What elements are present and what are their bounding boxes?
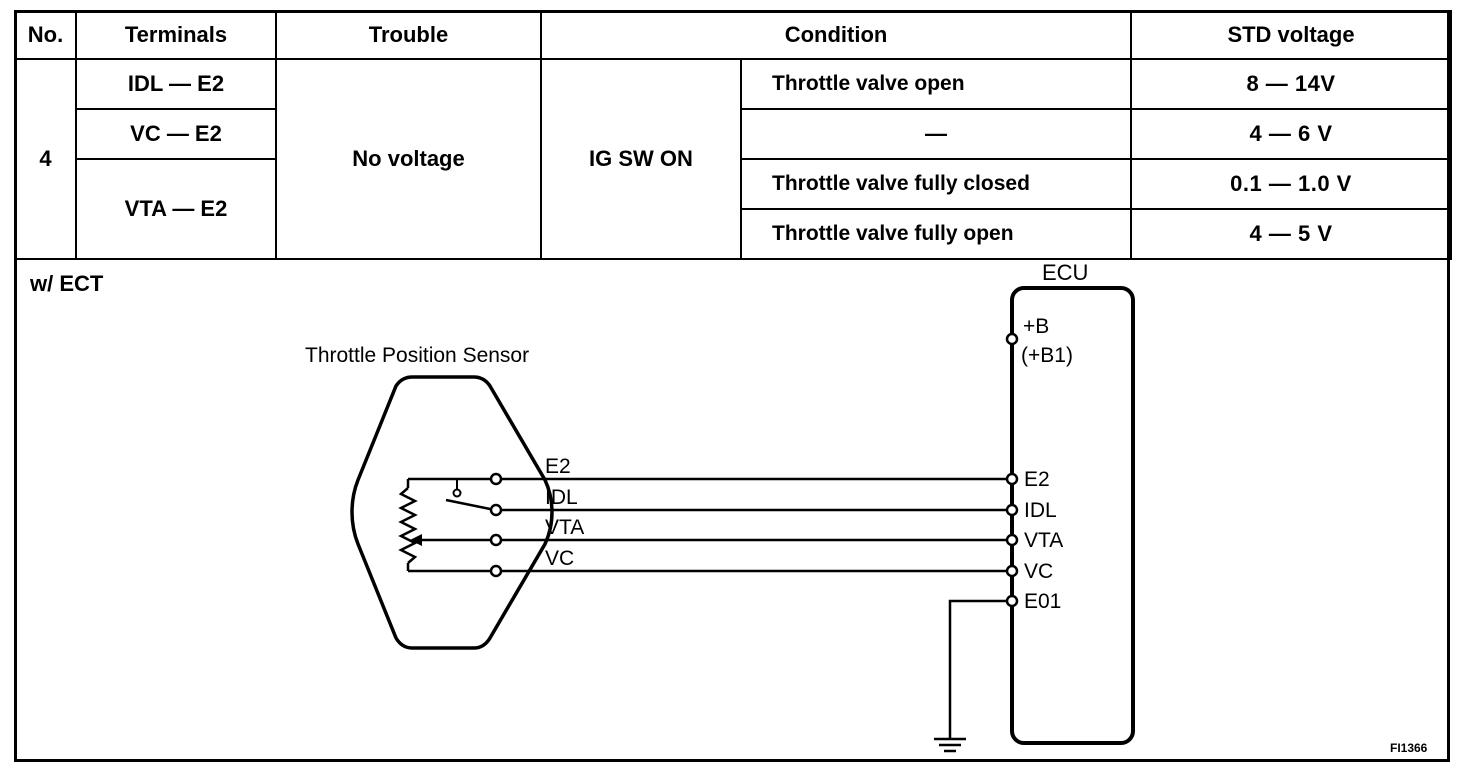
cell-trouble: No voltage [275, 58, 542, 260]
cell-condition: Throttle valve fully closed [739, 158, 1133, 210]
cell-voltage: 4 — 6 V [1130, 108, 1453, 160]
cell-no: 4 [14, 58, 77, 260]
header-std-voltage: STD voltage [1130, 10, 1453, 60]
cell-terminal-vta: VTA — E2 [75, 158, 277, 260]
table-row: 4 IDL — E2 No voltage IG SW ON Throttle … [14, 58, 1453, 260]
cell-voltage: 0.1 — 1.0 V [1130, 158, 1453, 210]
table-row: VC — E2 — 4 — 6 V [15, 108, 1453, 160]
cell-condition: — [739, 108, 1133, 160]
table-row: Throttle valve fully open 4 — 5 V [15, 208, 1453, 260]
table-header-row: No. Terminals Trouble Condition STD volt… [14, 10, 1453, 60]
header-no: No. [14, 10, 77, 60]
cell-condition: Throttle valve fully open [739, 208, 1133, 260]
cell-terminal-vc: VC — E2 [75, 108, 277, 160]
cell-ig-sw: IG SW ON [540, 58, 742, 260]
cell-terminal-idl: IDL — E2 [75, 58, 277, 110]
table-row: VTA — E2 Throttle valve fully closed 0.1… [15, 158, 1453, 260]
spec-table: No. Terminals Trouble Condition STD volt… [14, 10, 1453, 260]
header-trouble: Trouble [275, 10, 542, 60]
cell-voltage: 4 — 5 V [1130, 208, 1453, 260]
header-terminals: Terminals [75, 10, 277, 60]
cell-voltage: 8 — 14V [1130, 58, 1453, 110]
cell-condition: Throttle valve open [739, 58, 1133, 110]
header-condition: Condition [539, 10, 1133, 60]
